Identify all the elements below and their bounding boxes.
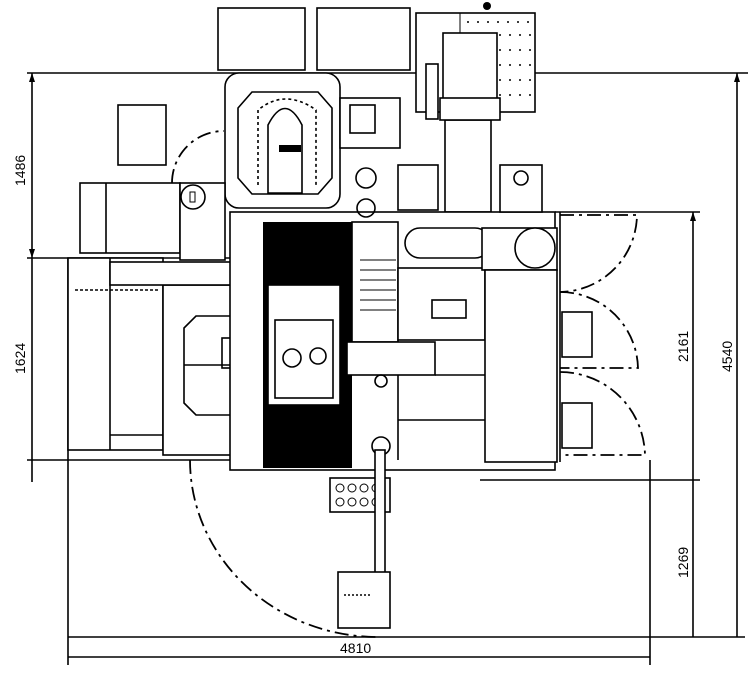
left-auxiliary-units <box>79 104 226 261</box>
top-cabinets <box>217 2 536 213</box>
dim-1486: 1486 <box>12 155 28 186</box>
dim-4810: 4810 <box>340 640 371 656</box>
dimension-lines <box>27 72 748 665</box>
dim-2161: 2161 <box>675 331 691 362</box>
dim-1624: 1624 <box>12 343 28 374</box>
dim-1269: 1269 <box>675 547 691 578</box>
dim-4540: 4540 <box>719 341 735 372</box>
loading-station <box>189 449 391 638</box>
access-doors <box>559 212 646 462</box>
machine-body <box>67 97 558 471</box>
tool-magazine <box>224 72 341 209</box>
